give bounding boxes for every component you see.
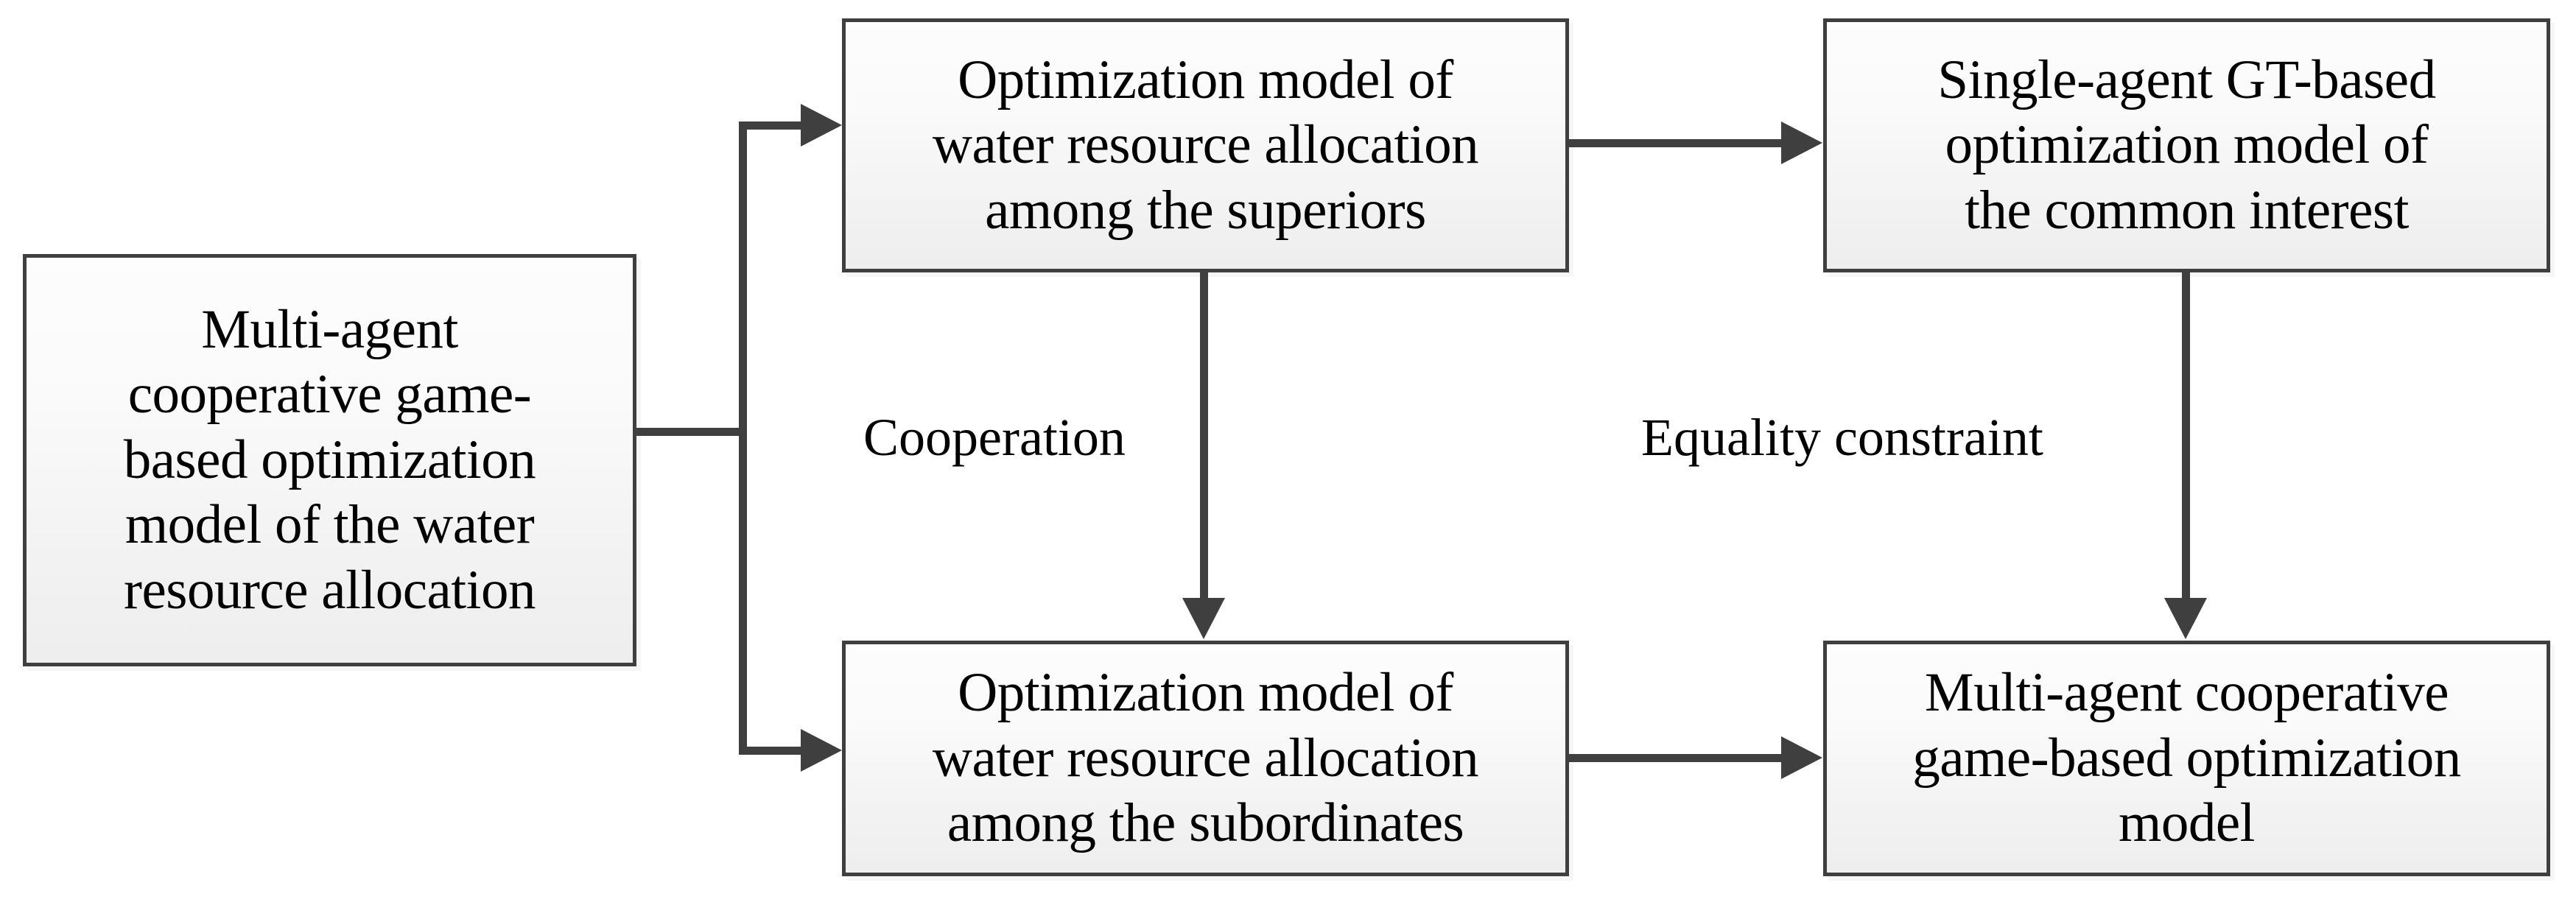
edge-subordinates-to-final-arrowhead [1781, 736, 1822, 779]
edge-common-to-final-arrowhead [2164, 598, 2207, 639]
edge-superiors-to-common-line [1569, 139, 1783, 147]
node-optimization-model-subordinates[interactable]: Optimization model of water resource all… [842, 641, 1569, 876]
edge-root-split-spine [739, 121, 747, 755]
node-multi-agent-game-based-optimization-model[interactable]: Multi-agent cooperative game-based optim… [1823, 641, 2550, 876]
edge-common-to-final-line [2182, 272, 2190, 599]
edge-superiors-to-common-arrowhead [1781, 121, 1822, 164]
node-single-agent-gt-common-interest[interactable]: Single-agent GT-based optimization model… [1823, 18, 2550, 272]
edge-superiors-to-subordinates-line [1200, 272, 1208, 599]
edge-root-split-stub [636, 428, 747, 436]
edge-root-to-subordinates-line [739, 747, 804, 755]
node-multi-agent-cooperative-game-model[interactable]: Multi-agent cooperative game- based opti… [23, 254, 636, 666]
edge-superiors-to-subordinates-arrowhead [1182, 598, 1225, 639]
node-optimization-model-superiors[interactable]: Optimization model of water resource all… [842, 18, 1569, 272]
node-label: Optimization model of water resource all… [932, 662, 1479, 854]
node-label: Single-agent GT-based optimization model… [1937, 49, 2436, 241]
edge-root-to-superiors-arrowhead [801, 104, 842, 147]
edge-subordinates-to-final-line [1569, 754, 1783, 762]
node-label: Optimization model of water resource all… [932, 49, 1479, 241]
edge-label-equality-constraint: Equality constraint [1641, 408, 2043, 467]
edge-root-to-superiors-line [739, 121, 804, 130]
node-label: Multi-agent cooperative game- based opti… [123, 298, 536, 621]
edge-root-to-subordinates-arrowhead [801, 729, 842, 772]
node-label: Multi-agent cooperative game-based optim… [1912, 662, 2461, 854]
edge-label-cooperation: Cooperation [863, 408, 1126, 467]
